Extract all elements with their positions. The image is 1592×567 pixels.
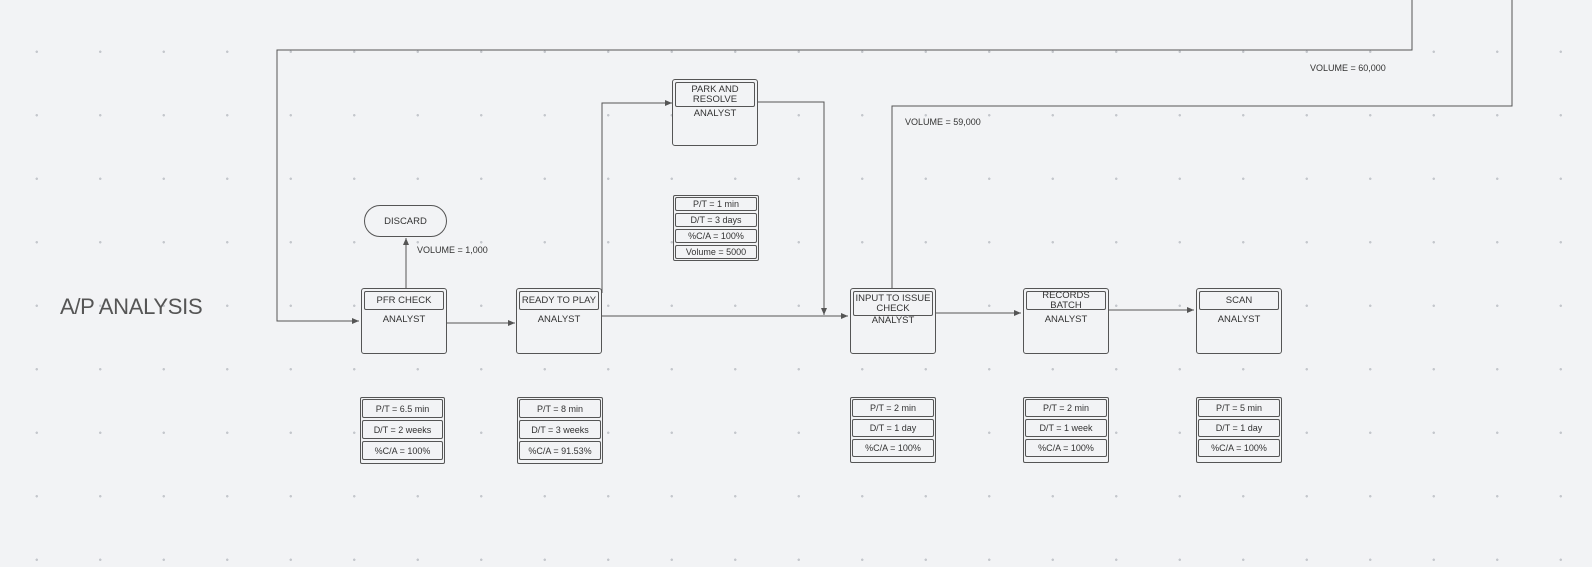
metric-volume: Volume = 5000 [675, 245, 757, 259]
connector-scan-loop [891, 0, 1513, 289]
node-park-and-resolve[interactable]: PARK AND RESOLVE ANALYST [672, 79, 758, 146]
metric-dt: D/T = 3 weeks [519, 420, 601, 439]
connector-ready-park [601, 100, 672, 293]
metric-ca: %C/A = 100% [675, 229, 757, 243]
metric-dt: D/T = 1 day [1198, 419, 1280, 437]
node-scan-name: SCAN [1199, 291, 1279, 310]
metric-pt: P/T = 2 min [1025, 399, 1107, 417]
metrics-input-to-issue-check: P/T = 2 min D/T = 1 day %C/A = 100% [850, 397, 936, 463]
metric-dt: D/T = 1 week [1025, 419, 1107, 437]
volume-label-input-to-issue: VOLUME = 59,000 [905, 117, 981, 127]
diagram-title: A/P ANALYSIS [60, 294, 203, 319]
metrics-park-and-resolve: P/T = 1 min D/T = 3 days %C/A = 100% Vol… [673, 195, 759, 261]
node-park-and-resolve-role: ANALYST [693, 108, 737, 119]
node-scan-role: ANALYST [1217, 314, 1261, 325]
metric-ca: %C/A = 100% [1025, 439, 1107, 457]
metrics-ready-to-play: P/T = 8 min D/T = 3 weeks %C/A = 91.53% [517, 397, 603, 464]
metric-ca: %C/A = 91.53% [519, 441, 601, 460]
metric-pt: P/T = 2 min [852, 399, 934, 417]
metric-pt: P/T = 5 min [1198, 399, 1280, 417]
node-records-batch-role: ANALYST [1044, 314, 1088, 325]
node-pfr-check-name: PFR CHECK [364, 291, 444, 310]
terminal-discard[interactable]: DISCARD [364, 205, 447, 237]
node-input-to-issue-check-role: ANALYST [871, 315, 915, 326]
metric-ca: %C/A = 100% [1198, 439, 1280, 457]
metrics-records-batch: P/T = 2 min D/T = 1 week %C/A = 100% [1023, 397, 1109, 463]
node-input-to-issue-check-name: INPUT TO ISSUE CHECK [853, 291, 933, 316]
node-ready-to-play[interactable]: READY TO PLAY ANALYST [516, 288, 602, 354]
node-scan[interactable]: SCAN ANALYST [1196, 288, 1282, 354]
metric-ca: %C/A = 100% [852, 439, 934, 457]
metrics-pfr-check: P/T = 6.5 min D/T = 2 weeks %C/A = 100% [360, 397, 445, 464]
volume-label-discard: VOLUME = 1,000 [417, 245, 488, 255]
metrics-scan: P/T = 5 min D/T = 1 day %C/A = 100% [1196, 397, 1282, 463]
metric-pt: P/T = 1 min [675, 197, 757, 211]
metric-pt: P/T = 6.5 min [362, 399, 443, 418]
node-ready-to-play-name: READY TO PLAY [519, 291, 599, 310]
node-park-and-resolve-name: PARK AND RESOLVE [675, 82, 755, 107]
metric-dt: D/T = 3 days [675, 213, 757, 227]
metric-pt: P/T = 8 min [519, 399, 601, 418]
node-ready-to-play-role: ANALYST [537, 314, 581, 325]
metric-dt: D/T = 2 weeks [362, 420, 443, 439]
metric-ca: %C/A = 100% [362, 441, 443, 460]
connector-loop-back [276, 0, 1413, 324]
connector-park-input [758, 101, 827, 315]
node-pfr-check[interactable]: PFR CHECK ANALYST [361, 288, 447, 354]
node-records-batch[interactable]: RECORDS BATCH ANALYST [1023, 288, 1109, 354]
node-input-to-issue-check[interactable]: INPUT TO ISSUE CHECK ANALYST [850, 288, 936, 354]
volume-label-loop: VOLUME = 60,000 [1310, 63, 1386, 73]
node-pfr-check-role: ANALYST [382, 314, 426, 325]
metric-dt: D/T = 1 day [852, 419, 934, 437]
node-records-batch-name: RECORDS BATCH [1026, 290, 1106, 310]
